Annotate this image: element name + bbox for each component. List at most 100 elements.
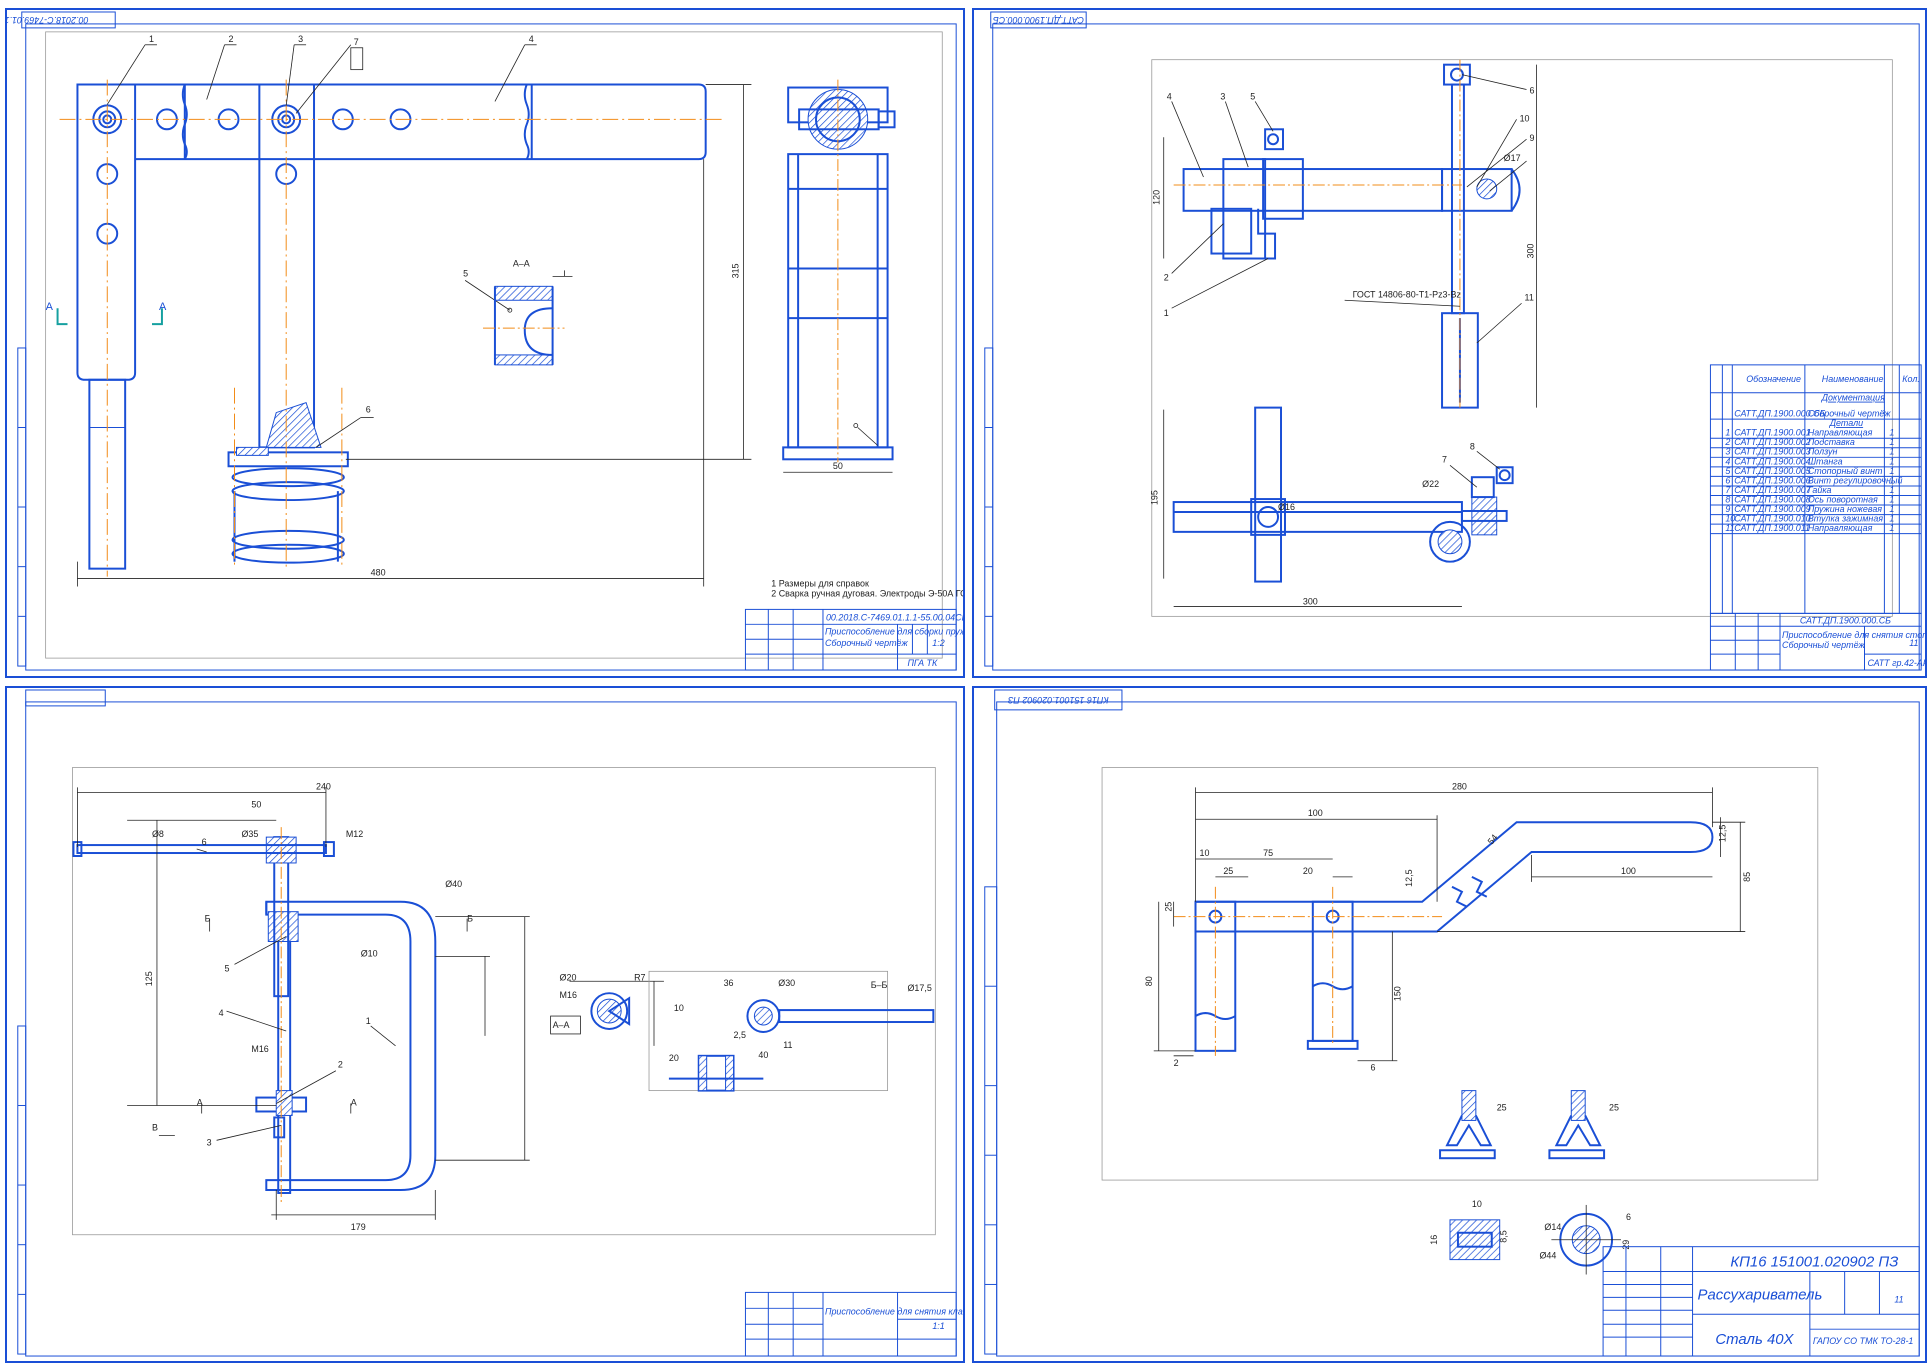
dim-s3-36: 2,5: [734, 1030, 746, 1040]
spec-row-qty: 1: [1889, 475, 1894, 485]
title-1-org: ПГА ТК: [907, 658, 938, 668]
spec-row-pos: 4: [1725, 456, 1730, 466]
dim-width: 50: [833, 461, 843, 471]
dim-s4-d14: Ø14: [1544, 1222, 1561, 1232]
dim-s4-100a: 100: [1308, 808, 1323, 818]
title-1-name: Приспособление для сборки пружин клапано…: [825, 626, 963, 636]
dim-length: 480: [371, 568, 386, 578]
sheet-1: 00.2018.С-7469.01.1.1-55.00.04СБ: [5, 8, 965, 678]
sheet-3-drawing: 240 50 Ø8 Ø35 М12 Ø40 Ø10 М16 125 179 1 …: [17, 689, 963, 1357]
dim-s4-10b: 10: [1472, 1199, 1482, 1209]
section-bb: [668, 999, 935, 1092]
dim-s3-10: Ø17,5: [907, 983, 931, 993]
dim-s4-20: 20: [1303, 866, 1313, 876]
dim-s2-bottom-w: 300: [1303, 596, 1318, 606]
dim-s2-left: 120: [1152, 190, 1162, 205]
detail-views: [1439, 1090, 1621, 1275]
dim-s3-d17-5: R7: [634, 972, 645, 982]
dim-s3-m16: М16: [251, 1044, 268, 1054]
dim-s3-d30: Ø30: [778, 978, 795, 988]
balloon-s2-11: 11: [1525, 292, 1534, 302]
spec-row-code: САТТ.ДП.1900.006: [1734, 475, 1810, 485]
spec-row-pos: 10: [1725, 514, 1735, 524]
balloon-s2-9: 9: [1530, 133, 1535, 143]
spec-row-code: САТТ.ДП.1900.010: [1734, 514, 1810, 524]
section-mark-a-right: А: [159, 301, 167, 313]
mark-a-left: А: [197, 1098, 203, 1108]
dim-s4-d44: Ø44: [1539, 1251, 1556, 1261]
dim-s3-2-5: 11: [783, 1040, 792, 1050]
balloon-7: 7: [354, 37, 359, 47]
spec-row-qty: 1: [1889, 447, 1894, 457]
dim-s4-2: 2: [1174, 1058, 1179, 1068]
sheet-3: 240 50 Ø8 Ø35 М12 Ø40 Ø10 М16 125 179 1 …: [5, 686, 965, 1363]
balloon-s3-3: 3: [207, 1137, 212, 1147]
balloon-s3-4: 4: [219, 1008, 224, 1018]
sheet-4-drawing: КП16 151001.020902 ПЗ: [984, 689, 1920, 1357]
dim-s2-right: 300: [1525, 244, 1535, 259]
balloon-6: 6: [366, 405, 371, 415]
mark-b-right: Б: [467, 914, 473, 924]
section-bb-label: Б–Б: [871, 980, 888, 990]
spec-row-code: САТТ.ДП.1900.002: [1734, 437, 1810, 447]
dim-s3-20: 20: [669, 1053, 679, 1063]
spec-header-name: Наименование: [1822, 374, 1884, 384]
dim-height: 315: [730, 263, 740, 278]
spec-row-code: САТТ.ДП.1900.007: [1734, 485, 1811, 495]
clamp-lever: [76, 83, 707, 570]
spec-section-docs: Документация: [1821, 393, 1885, 403]
dim-s4-6b: 6: [1626, 1212, 1631, 1222]
dim-s3-d8: Ø8: [152, 829, 164, 839]
dim-s4-29: 29: [1621, 1240, 1631, 1250]
spec-row-code: САТТ.ДП.1900.011: [1734, 523, 1810, 533]
balloon-s2-3: 3: [1220, 91, 1225, 101]
sheet-2: САТТ.ДП.1900.000.СБ: [972, 8, 1927, 678]
spec-row-pos: 5: [1725, 466, 1730, 476]
sheet-1-title-block: [744, 608, 957, 671]
dim-s3-125: 125: [144, 971, 154, 986]
title-4-name: Рассухариватель: [1698, 1287, 1823, 1303]
balloon-3: 3: [298, 34, 303, 44]
balloon-s3-5: 5: [225, 963, 230, 973]
spec-row-qty: 1: [1889, 428, 1894, 438]
sheet-2-drawing: САТТ.ДП.1900.000.СБ: [984, 11, 1925, 671]
top-view: [1173, 59, 1521, 409]
spec-row-name: Подставка: [1808, 437, 1855, 447]
spec-row-qty: 1: [1889, 514, 1894, 524]
title-3-name: Приспособление для снятия клапанов двига…: [825, 1306, 963, 1316]
balloon-5: 5: [463, 268, 468, 278]
dim-s3-11: 40: [758, 1050, 768, 1060]
spec-row-qty: 1: [1889, 485, 1894, 495]
dim-s4-12-5b: 12,5: [1717, 825, 1727, 842]
balloon-1: 1: [149, 34, 154, 44]
sheet-3-title-block: [744, 1291, 957, 1357]
dim-s3-m16b: 36: [724, 978, 734, 988]
section-aa-label: А–А: [553, 1020, 570, 1030]
dim-s3-m12: М12: [346, 829, 363, 839]
dim-s4-total: 280: [1452, 781, 1467, 791]
spec-row-name: Втулка зажимная: [1808, 514, 1883, 524]
spec-row-pos: 9: [1725, 504, 1730, 514]
balloon-s2-1: 1: [1164, 308, 1169, 318]
dim-s3-r7: М16: [560, 990, 577, 1000]
dim-s3-d40: Ø40: [445, 879, 462, 889]
dim-s2-bottom-h: 195: [1150, 490, 1160, 505]
sheet-2-stamp: САТТ.ДП.1900.000.СБ: [993, 15, 1084, 25]
dim-s2-d3: Ø17: [1504, 153, 1521, 163]
dim-s4-12-5: 12,5: [1404, 869, 1414, 886]
spec-row-qty: 1: [1889, 437, 1894, 447]
sheet-2-title-block: [1709, 612, 1922, 671]
spec-row-name: Пружина ножевая: [1808, 504, 1882, 514]
spec-row-qty: 1: [1889, 523, 1894, 533]
spec-row-name: Штанга: [1808, 456, 1843, 466]
sheet-1-drawing: 00.2018.С-7469.01.1.1-55.00.04СБ: [7, 11, 963, 671]
title-2-code: САТТ.ДП.1900.000.СБ: [1800, 615, 1891, 625]
note-1: 1 Размеры для справок: [771, 579, 869, 589]
dim-s4-25c: 25: [1497, 1102, 1507, 1112]
spec-section-parts: Детали: [1829, 418, 1863, 428]
spec-row-code: САТТ.ДП.1900.003: [1734, 447, 1810, 457]
dim-s3-240: 240: [316, 781, 331, 791]
spec-row-qty: 1: [1889, 494, 1894, 504]
balloon-s2-5: 5: [1250, 91, 1255, 101]
title-4-org: ГАПОУ СО ТМК ТО-28-1: [1813, 1336, 1914, 1346]
